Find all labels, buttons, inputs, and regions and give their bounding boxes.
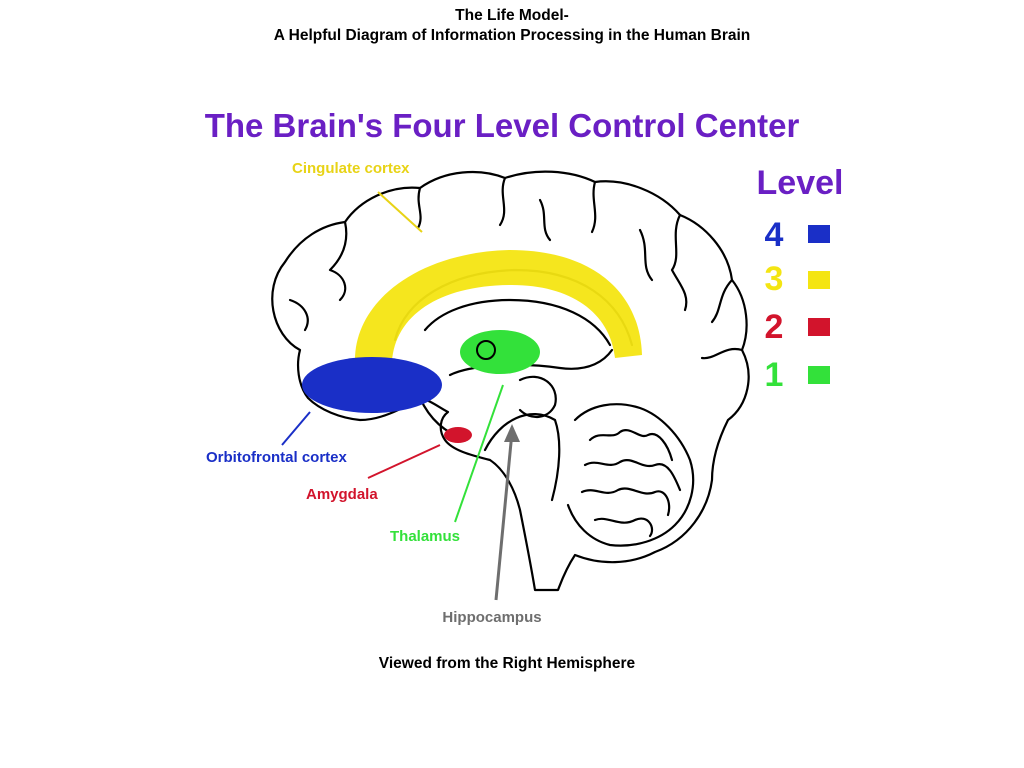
hippocampus-label: Hippocampus <box>442 609 541 626</box>
legend-level-2: 2 <box>765 308 784 346</box>
page-title-line2: A Helpful Diagram of Information Process… <box>273 27 751 44</box>
orbitofrontal-label: Orbitofrontal cortex <box>206 449 348 466</box>
amygdala-label: Amygdala <box>306 486 378 503</box>
sulcus-line <box>498 176 507 227</box>
legend-swatch-4 <box>808 225 830 243</box>
thalamus-region <box>460 330 540 374</box>
cerebellum-folds <box>593 517 654 538</box>
page-title-line1: The Life Model- <box>455 7 569 24</box>
cingulate-label: Cingulate cortex <box>292 160 410 177</box>
legend-level-3: 3 <box>765 260 784 298</box>
pons-line <box>518 375 557 418</box>
sulcus-line <box>590 180 597 234</box>
legend-title: Level <box>757 164 844 202</box>
amygdala-leader-line <box>367 444 441 479</box>
legend-level-4: 4 <box>765 216 784 254</box>
sulcus-line <box>638 228 654 282</box>
cerebellum-folds <box>580 487 671 517</box>
legend-level-1: 1 <box>765 356 784 394</box>
thalamus-leader-line <box>454 384 504 523</box>
sulcus-line <box>328 220 348 302</box>
brain-outline <box>271 170 750 592</box>
amygdala-region <box>444 427 472 443</box>
page-title: The Life Model- A Helpful Diagram of Inf… <box>0 6 1024 46</box>
thalamus-label: Thalamus <box>390 528 460 545</box>
figure-heading: The Brain's Four Level Control Center <box>205 107 800 144</box>
level-legend: Level 4 3 2 1 <box>757 164 844 394</box>
sulcus-line <box>670 213 688 312</box>
cerebellum-folds <box>566 403 695 547</box>
legend-swatch-1 <box>808 366 830 384</box>
sulcus-line <box>700 347 744 360</box>
orbitofrontal-leader-line <box>281 411 311 446</box>
sulcus-line <box>288 298 309 332</box>
ventricle-line <box>423 298 612 347</box>
orbitofrontal-region <box>302 357 442 413</box>
cingulate-leader-line <box>377 191 423 233</box>
cerebellum-folds <box>588 429 674 462</box>
sulcus-line <box>710 278 734 324</box>
legend-swatch-2 <box>808 318 830 336</box>
sulcus-line <box>416 186 422 230</box>
view-caption: Viewed from the Right Hemisphere <box>378 655 636 672</box>
fornix-line <box>448 348 614 377</box>
thalamus-circle-mark <box>476 340 496 360</box>
legend-swatch-3 <box>808 271 830 289</box>
cerebellum-folds <box>583 459 682 492</box>
cingulate-region <box>355 250 642 362</box>
brainstem-outline <box>483 413 561 502</box>
hippocampus-arrow <box>494 424 520 601</box>
sulcus-line <box>538 198 552 242</box>
